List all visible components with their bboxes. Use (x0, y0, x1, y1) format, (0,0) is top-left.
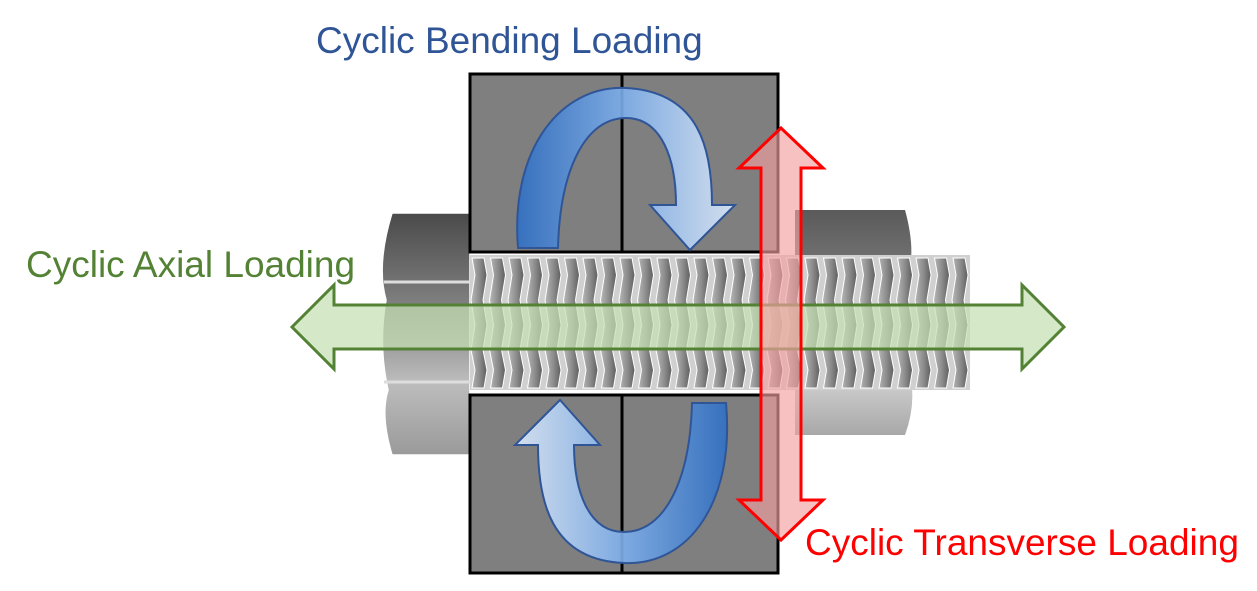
bending-arrow-lower-icon (512, 398, 729, 565)
transverse-double-arrow-icon (735, 125, 827, 543)
transverse-loading-label: Cyclic Transverse Loading (805, 522, 1239, 563)
axial-double-arrow-icon (289, 281, 1067, 373)
bending-arrow-upper-icon (516, 86, 738, 252)
axial-loading-label: Cyclic Axial Loading (26, 244, 356, 285)
bending-loading-label: Cyclic Bending Loading (316, 20, 703, 61)
